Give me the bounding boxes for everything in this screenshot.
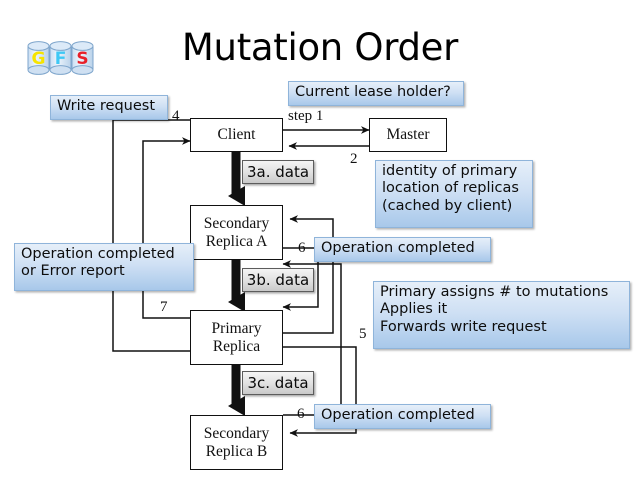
edge-step5-to-secondary-a xyxy=(283,215,334,334)
logo-letter-f: F xyxy=(55,49,67,69)
edge-step6-a xyxy=(282,247,319,311)
node-secondary-a-line1: Secondary xyxy=(203,214,270,232)
edge-label-2: 2 xyxy=(350,151,358,167)
data-box-3c[interactable]: 3c. data xyxy=(242,371,314,395)
node-secondary-replica-a[interactable]: Secondary Replica A xyxy=(190,205,283,260)
node-primary-replica[interactable]: Primary Replica xyxy=(190,310,283,365)
callout-current-lease-holder[interactable]: Current lease holder? xyxy=(288,81,464,106)
logo-letter-s: S xyxy=(76,49,88,69)
node-primary-line2: Replica xyxy=(212,337,261,355)
logo-letter-g: G xyxy=(32,49,46,69)
node-secondary-a-line2: Replica A xyxy=(205,232,268,250)
edge-label-6-secondary-b: 6 xyxy=(297,406,305,422)
edge-step6-b xyxy=(282,260,342,416)
data-box-3b[interactable]: 3b. data xyxy=(242,268,314,292)
node-client-label: Client xyxy=(217,126,256,144)
page-title: Mutation Order xyxy=(181,26,459,69)
edge-step5-to-secondary-b xyxy=(283,346,357,437)
edge-label-step1: step 1 xyxy=(288,108,324,124)
edge-label-5: 5 xyxy=(359,326,367,342)
callout-write-request[interactable]: Write request xyxy=(50,95,168,120)
node-master-label: Master xyxy=(386,126,430,144)
edge-step4 xyxy=(112,119,201,355)
callout-operation-completed-a[interactable]: Operation completed xyxy=(314,237,491,262)
callout-primary-assigns[interactable]: Primary assigns # to mutations Applies i… xyxy=(373,281,630,349)
node-primary-line1: Primary xyxy=(211,319,262,337)
edge-step7 xyxy=(142,137,191,319)
edge-label-4: 4 xyxy=(172,108,180,124)
callout-operation-completed-b[interactable]: Operation completed xyxy=(314,404,491,429)
node-master[interactable]: Master xyxy=(369,118,447,152)
node-secondary-b-line1: Secondary xyxy=(203,424,270,442)
gfs-logo: G F S xyxy=(26,38,96,78)
callout-operation-or-error[interactable]: Operation completed or Error report xyxy=(14,243,194,291)
node-secondary-b-line2: Replica B xyxy=(205,442,268,460)
callout-identity-of-primary[interactable]: identity of primary location of replicas… xyxy=(375,160,533,228)
node-secondary-replica-b[interactable]: Secondary Replica B xyxy=(190,415,283,470)
node-client[interactable]: Client xyxy=(190,118,283,152)
edge-label-6-secondary-a: 6 xyxy=(298,240,306,256)
edge-label-7: 7 xyxy=(160,299,168,315)
data-box-3a[interactable]: 3a. data xyxy=(242,160,314,184)
